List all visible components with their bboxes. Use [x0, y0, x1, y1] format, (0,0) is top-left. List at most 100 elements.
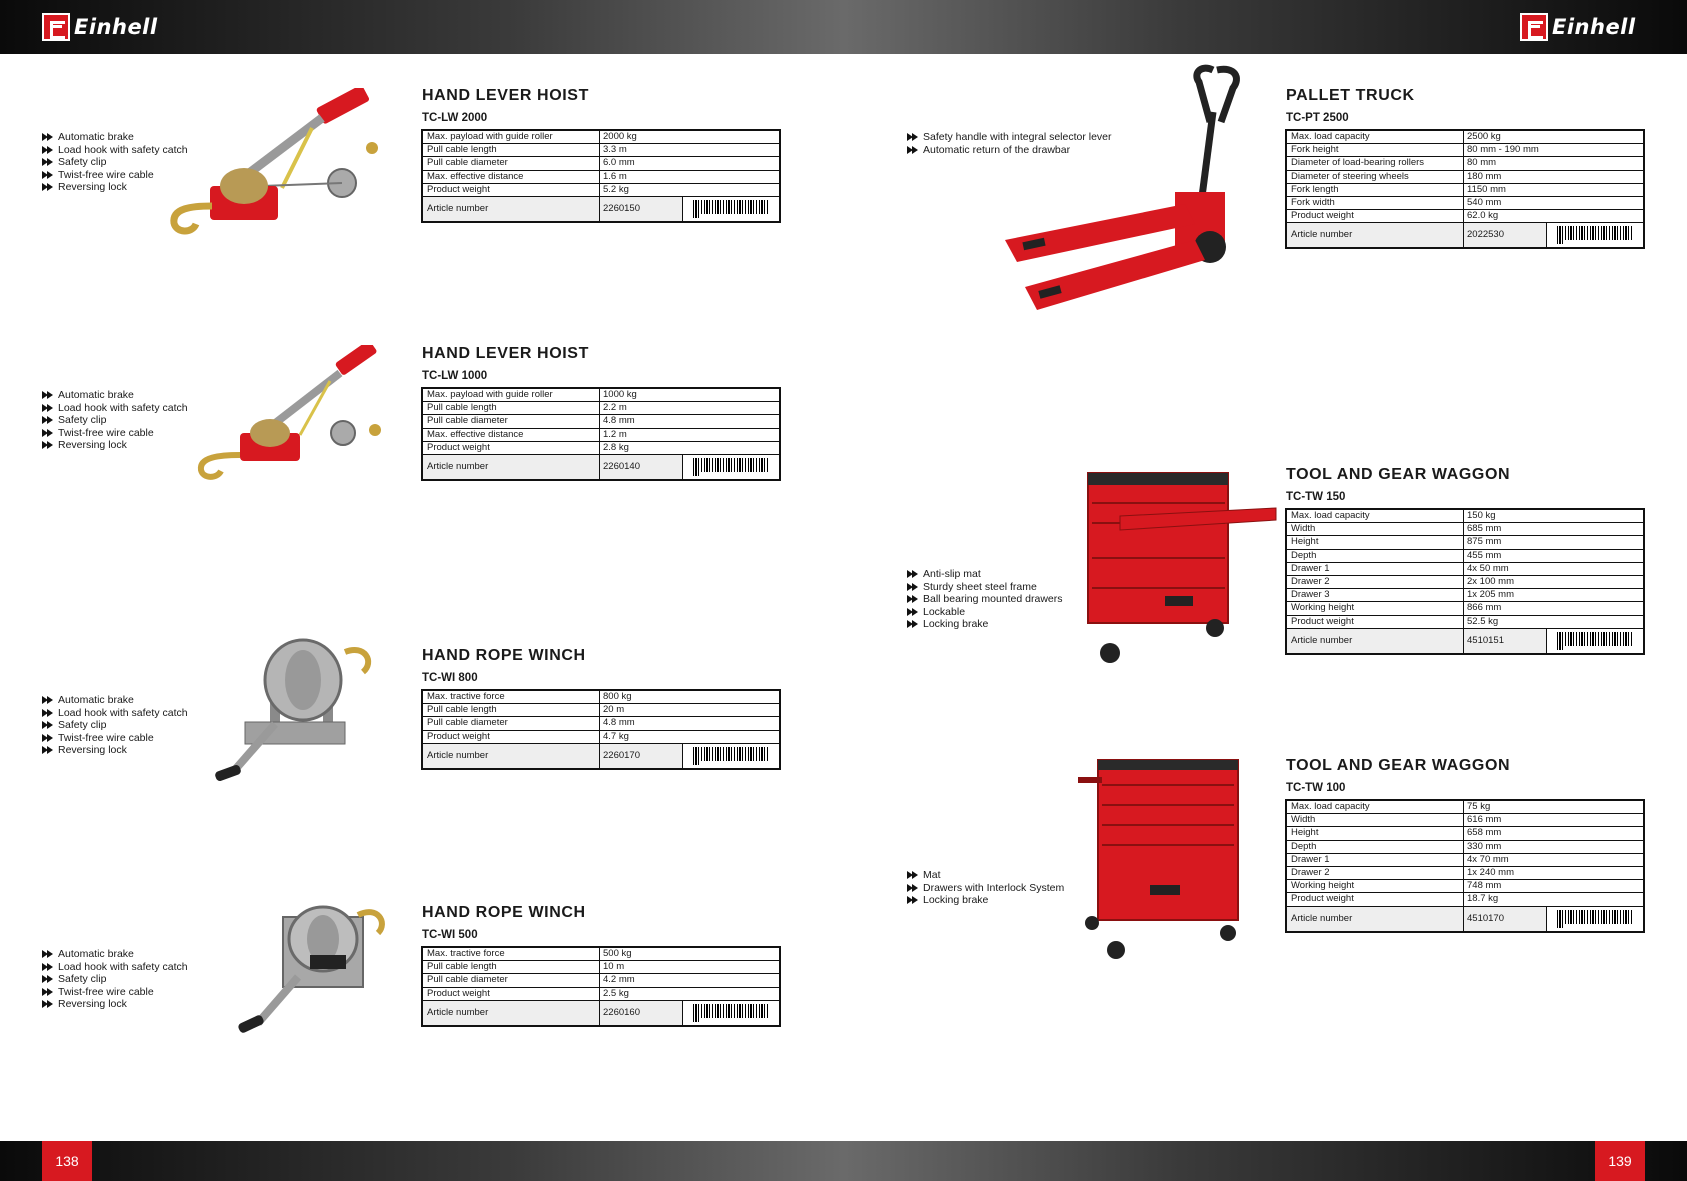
barcode	[683, 454, 779, 479]
spec-value: 4x 70 mm	[1467, 853, 1509, 865]
spec-value: 658 mm	[1467, 827, 1502, 839]
article-row: Article number 2260150	[423, 196, 779, 221]
spec-label: Max. load capacity	[1287, 131, 1464, 144]
spec-value: 616 mm	[1467, 814, 1502, 826]
page-number-right: 139	[1595, 1141, 1645, 1181]
feature-item: Safety clip	[42, 156, 188, 169]
spec-label: Pull cable diameter	[423, 415, 600, 428]
feature-item: Anti-slip mat	[907, 568, 1063, 581]
feature-item: Drawers with Interlock System	[907, 882, 1064, 895]
einhell-logo-left: Einhell	[42, 13, 158, 41]
barcode-icon	[1557, 226, 1633, 245]
spec-value: 500 kg	[603, 948, 632, 959]
einhell-e-icon	[1520, 13, 1548, 41]
spec-value: 1x 205 mm	[1467, 589, 1514, 601]
spec-label: Diameter of steering wheels	[1287, 170, 1464, 183]
spec-label: Max. tractive force	[423, 948, 600, 961]
article-number: 2260170	[600, 743, 683, 768]
spec-label: Pull cable diameter	[423, 157, 600, 170]
spec-label: Max. payload with guide roller	[423, 389, 600, 402]
spec-label: Max. tractive force	[423, 691, 600, 704]
spec-label: Fork length	[1287, 183, 1464, 196]
spec-label: Fork height	[1287, 144, 1464, 157]
article-row: Article number 4510170	[1287, 906, 1643, 931]
feature-list: Safety handle with integral selector lev…	[907, 131, 1112, 156]
product-model: TC-LW 1000	[422, 370, 488, 382]
article-label: Article number	[423, 743, 600, 768]
spec-value: 1.6 m	[603, 170, 627, 182]
spec-label: Max. effective distance	[423, 428, 600, 441]
spec-value: 1x 240 mm	[1467, 866, 1514, 878]
product-model: TC-WI 800	[422, 672, 478, 684]
hand-lever-hoist-image	[198, 345, 381, 480]
spec-value: 540 mm	[1467, 196, 1502, 208]
spec-value: 20 m	[603, 704, 625, 716]
spec-label: Drawer 1	[1287, 853, 1464, 866]
feature-list: Anti-slip mat Sturdy sheet steel frame B…	[907, 568, 1063, 631]
logo-wordmark: Einhell	[74, 15, 158, 39]
spec-label: Depth	[1287, 840, 1464, 853]
product-title: HAND LEVER HOIST	[422, 87, 589, 104]
spec-value: 2.8 kg	[603, 441, 629, 453]
tool-waggon-image	[1078, 759, 1239, 959]
spec-value: 2x 100 mm	[1467, 575, 1514, 587]
hand-rope-winch-image	[215, 638, 372, 782]
article-number: 4510151	[1464, 628, 1547, 653]
spec-value: 3.3 m	[603, 144, 627, 156]
article-number: 2260150	[600, 196, 683, 221]
product-model: TC-WI 500	[422, 929, 478, 941]
article-row: Article number 2260160	[423, 1000, 779, 1025]
spec-value: 1150 mm	[1467, 183, 1506, 195]
product-model: TC-PT 2500	[1286, 112, 1349, 124]
feature-item: Twist-free wire cable	[42, 732, 188, 745]
article-label: Article number	[1287, 906, 1464, 931]
spec-label: Product weight	[1287, 893, 1464, 906]
spec-value: 748 mm	[1467, 880, 1502, 892]
spec-label: Pull cable length	[423, 402, 600, 415]
product-title: HAND ROPE WINCH	[422, 904, 586, 921]
spec-value: 180 mm	[1467, 170, 1502, 182]
article-number: 2022530	[1464, 223, 1547, 248]
feature-list: Automatic brake Load hook with safety ca…	[42, 389, 188, 452]
spec-label: Width	[1287, 523, 1464, 536]
feature-item: Reversing lock	[42, 744, 188, 757]
spec-value: 4.8 mm	[603, 717, 635, 729]
feature-item: Load hook with safety catch	[42, 402, 188, 415]
feature-item: Load hook with safety catch	[42, 144, 188, 157]
product-title: HAND ROPE WINCH	[422, 647, 586, 664]
feature-item: Load hook with safety catch	[42, 961, 188, 974]
barcode-icon	[693, 746, 769, 765]
feature-item: Reversing lock	[42, 998, 188, 1011]
spec-value: 4.8 mm	[603, 415, 635, 427]
spec-label: Pull cable length	[423, 704, 600, 717]
spec-value: 1.2 m	[603, 428, 627, 440]
feature-list: Automatic brake Load hook with safety ca…	[42, 948, 188, 1011]
barcode	[683, 743, 779, 768]
spec-label: Max. load capacity	[1287, 510, 1464, 523]
feature-item: Ball bearing mounted drawers	[907, 593, 1063, 606]
article-number: 2260140	[600, 454, 683, 479]
spec-value: 2.5 kg	[603, 987, 629, 999]
hand-lever-hoist-image	[170, 88, 378, 235]
product-model: TC-LW 2000	[422, 112, 488, 124]
spec-value: 18.7 kg	[1467, 893, 1499, 905]
pallet-truck-image	[1005, 64, 1240, 310]
